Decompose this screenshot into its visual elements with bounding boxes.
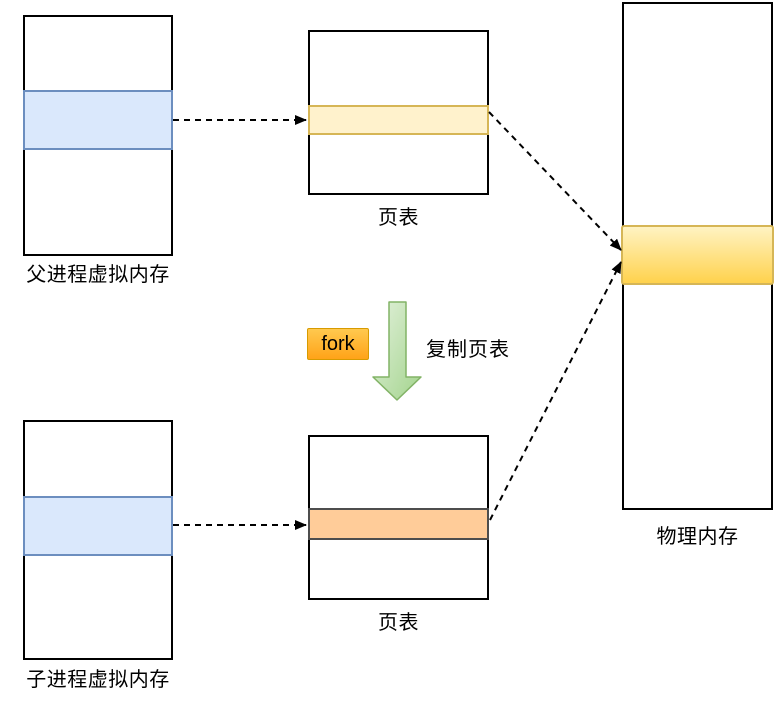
parent-page-table-entry (308, 105, 489, 135)
physical-memory-label: 物理内存 (656, 526, 739, 548)
parent-vm-label: 父进程虚拟内存 (26, 264, 170, 286)
parent-page-table-label: 页表 (378, 207, 419, 229)
physical-memory-box (621, 2, 774, 510)
child-page-table-box (308, 435, 489, 600)
child-page-table-label: 页表 (378, 612, 419, 634)
child-vm-highlight-page (23, 496, 173, 556)
parent-page-table-box (308, 30, 489, 195)
fork-badge-text: fork (321, 332, 355, 355)
parent-vm-highlight-page (23, 90, 173, 150)
fork-badge: fork (307, 328, 369, 360)
connector-parent-page-table-to-physical (488, 111, 622, 251)
connector-child-page-table-to-physical (489, 261, 622, 521)
copy-page-table-label: 复制页表 (426, 339, 510, 361)
child-vm-label: 子进程虚拟内存 (26, 669, 170, 691)
physical-memory-shared-frame (621, 225, 774, 285)
fork-down-arrow-icon (372, 301, 422, 401)
child-vm-box (23, 420, 173, 660)
child-page-table-entry (308, 508, 489, 540)
parent-vm-box (23, 15, 173, 256)
